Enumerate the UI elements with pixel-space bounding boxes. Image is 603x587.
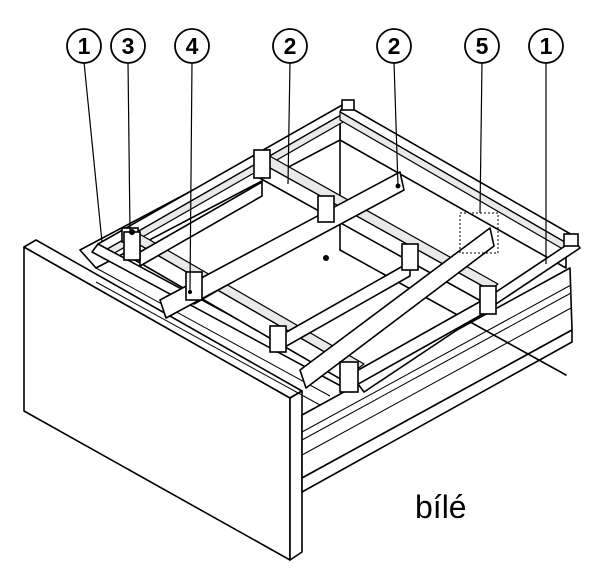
clip-3 (123, 231, 141, 261)
long-divider-bars (127, 153, 499, 389)
clip-e (479, 285, 497, 315)
clip-d (401, 243, 419, 271)
callout-3-label: 3 (122, 33, 135, 59)
callout-2-left-label: 2 (284, 33, 297, 59)
clip-c (269, 325, 287, 353)
callout-4-label: 4 (186, 33, 199, 59)
leader-2a (287, 61, 291, 185)
clip-a (253, 149, 271, 179)
callout-1-left-label: 1 (78, 33, 91, 59)
leader-4 (189, 61, 193, 291)
leader-lines (83, 61, 547, 291)
color-caption: bílé (415, 489, 467, 525)
callout-2-right-label: 2 (388, 33, 401, 59)
cross-bar-1 (139, 181, 263, 267)
leader-2b (393, 61, 399, 187)
clip-f (339, 361, 359, 393)
drawer-front-side-edge (289, 390, 303, 561)
callout-1-left: 1 (66, 28, 102, 64)
callout-5-label: 5 (476, 33, 489, 59)
callout-1-right-label: 1 (540, 33, 553, 59)
callouts: 1 3 4 2 2 5 1 (66, 28, 564, 64)
callout-3: 3 (110, 28, 146, 64)
floor-divider-right (299, 227, 495, 389)
leader-1a (83, 61, 103, 243)
clip-b (317, 195, 335, 223)
cross-bars (139, 171, 495, 393)
leader-3 (127, 61, 131, 233)
callout-2-right: 2 (376, 28, 412, 64)
clip-4 (185, 271, 203, 301)
drawer-front-panel (23, 246, 291, 561)
callout-5: 5 (464, 28, 500, 64)
callout-4: 4 (174, 28, 210, 64)
detail-box-5 (459, 212, 499, 254)
callout-1-right: 1 (528, 28, 564, 64)
callout-2-left: 2 (272, 28, 308, 64)
leader-5 (479, 61, 483, 214)
